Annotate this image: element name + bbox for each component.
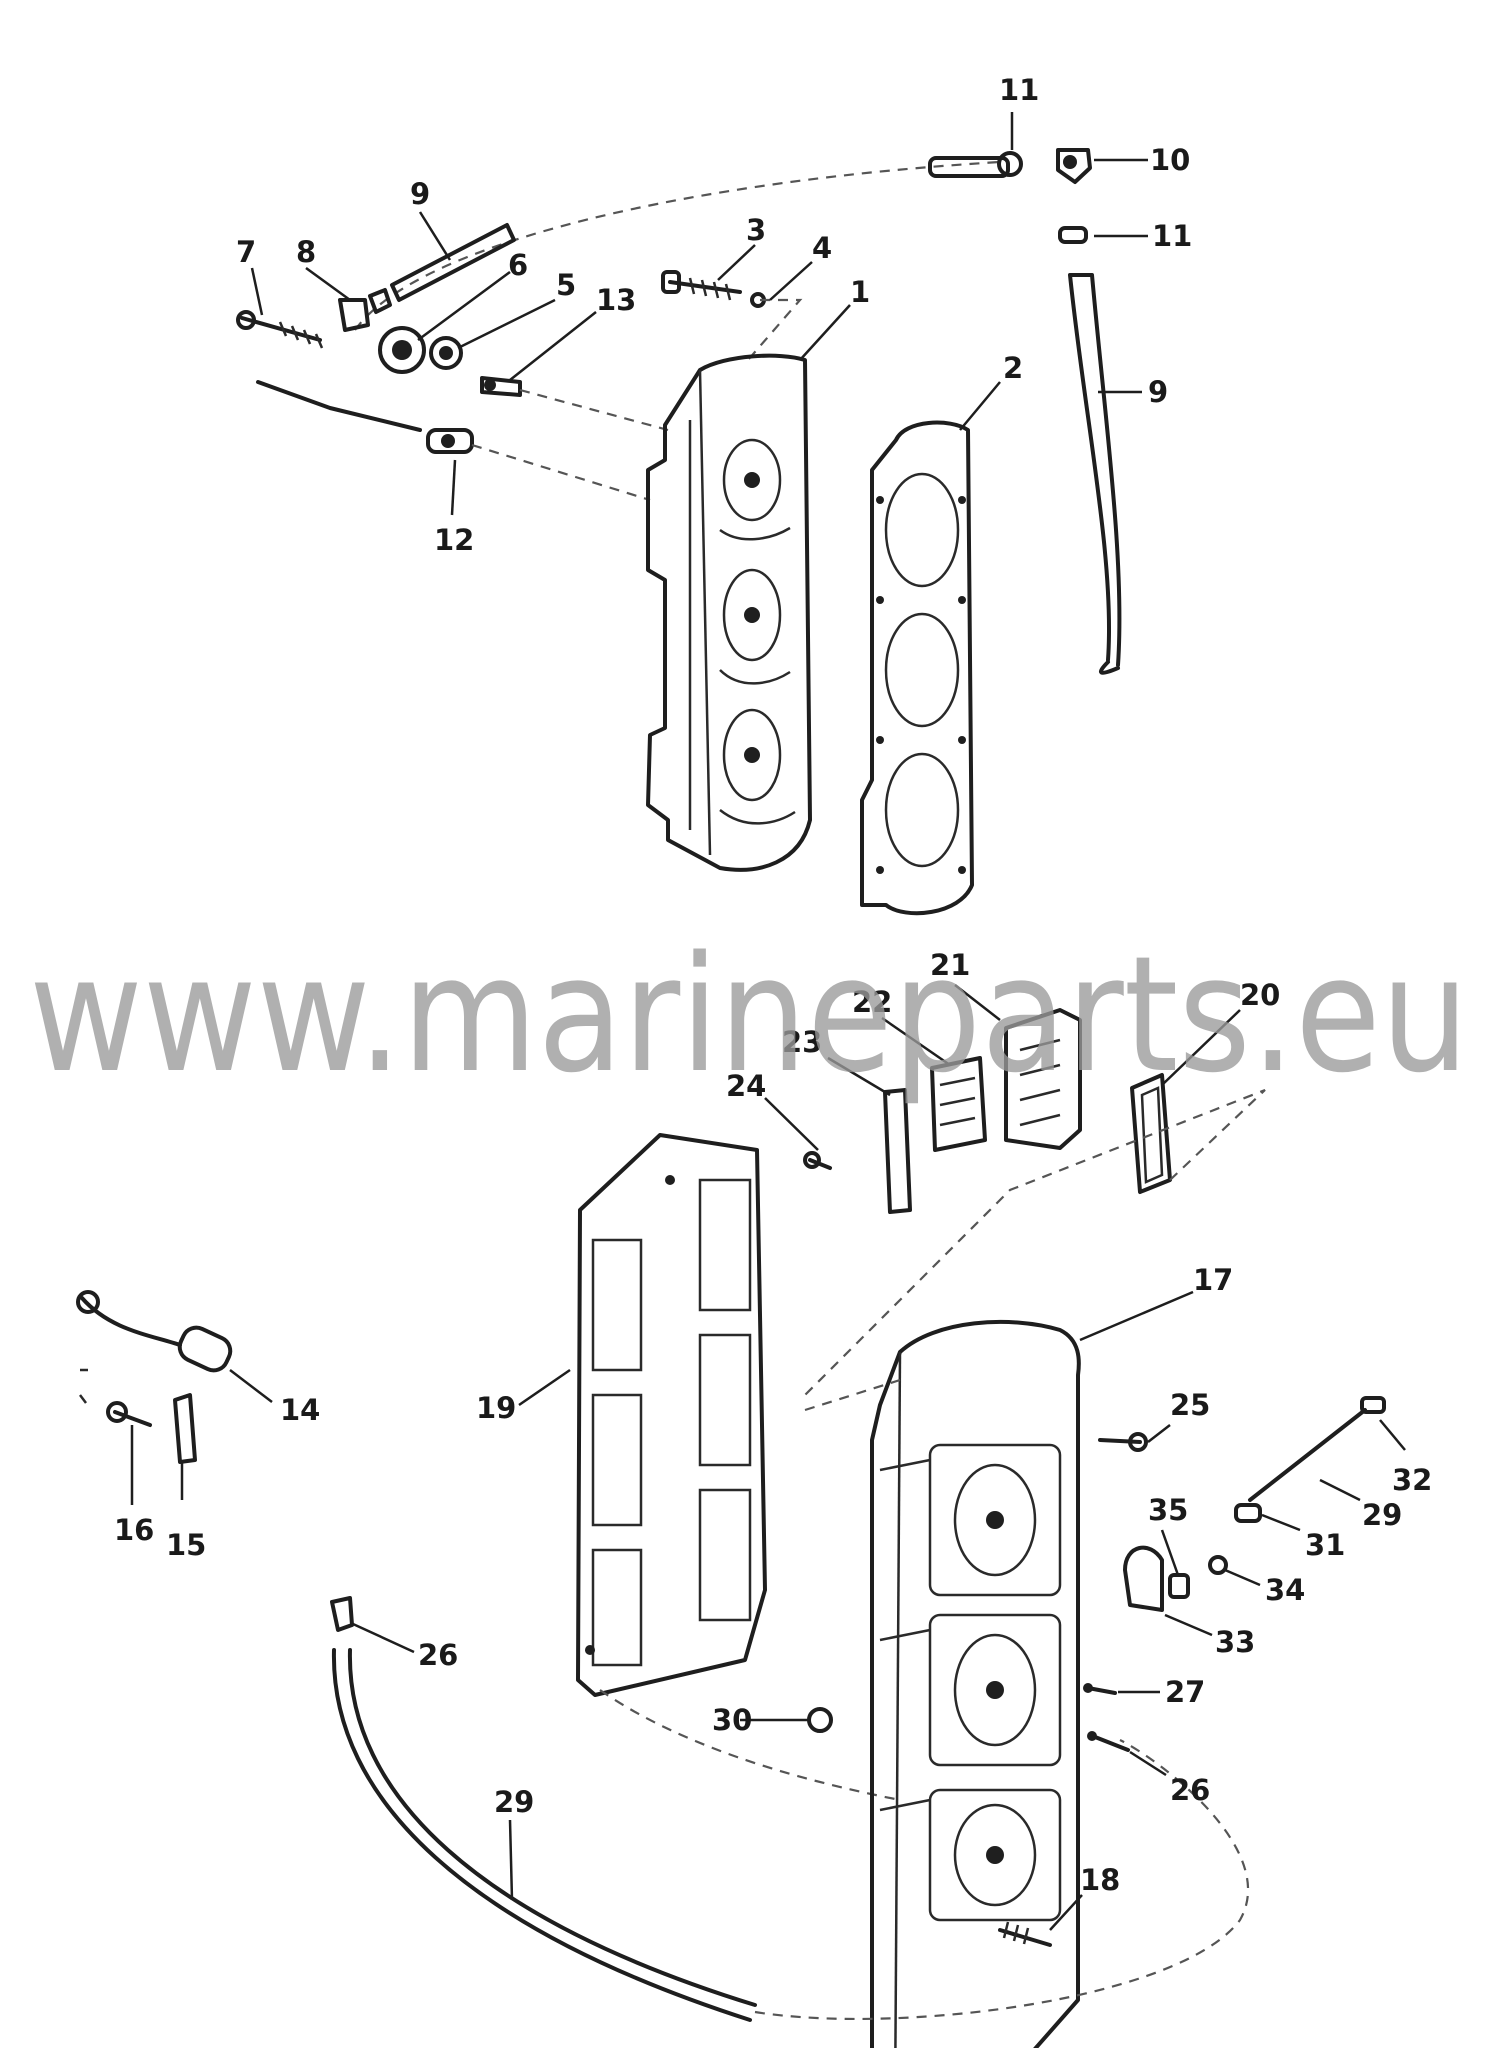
callout-18: 18: [1080, 1863, 1120, 1897]
plate-alignment-line: [599, 1689, 901, 1802]
callout-2: 2: [1003, 351, 1023, 385]
part-19-intake-plate: [576, 1133, 767, 1697]
callout-17: 17: [1193, 1263, 1233, 1297]
callout-10: 10: [1150, 143, 1190, 177]
bolt-routing-line: [747, 298, 803, 361]
part-26-fitting-lower: [1087, 1731, 1130, 1752]
leader-lines: [130, 112, 1406, 1931]
part-29-long-hose: [331, 1648, 757, 2022]
part-32-fitting: [1360, 1396, 1386, 1414]
part-9-hose-diagonal: [390, 223, 516, 302]
callout-5: 5: [556, 268, 576, 302]
callout-4: 4: [812, 231, 832, 265]
part-12-alignment-line: [471, 443, 651, 502]
callout-21: 21: [930, 948, 970, 982]
callout-11-top: 11: [999, 73, 1039, 107]
part-9-hose-vertical: [1068, 273, 1122, 675]
callout-26-right: 26: [1170, 1773, 1210, 1807]
callout-24: 24: [726, 1069, 766, 1103]
part-25-screw: [1098, 1432, 1148, 1452]
callout-33: 33: [1215, 1625, 1255, 1659]
part-16-screw: [106, 1401, 152, 1427]
callout-12: 12: [434, 523, 474, 557]
part-6-gear: [378, 326, 426, 374]
part-8-fitting: [338, 288, 392, 332]
callout-8: 8: [296, 235, 316, 269]
part-13-alignment-line: [519, 388, 669, 432]
part-27-fitting: [1083, 1683, 1117, 1695]
part-5-cap: [429, 336, 463, 370]
part-11-clamp: [1058, 226, 1088, 244]
part-35-clip: [1168, 1573, 1190, 1599]
part-29-rod: [1248, 1408, 1367, 1502]
callout-labels: 11 10 11 9 9 7 8 6 5 13 3 4 1 2 12 21 22…: [114, 73, 1432, 1897]
callout-3: 3: [746, 213, 766, 247]
part-2-head-gasket: [860, 420, 974, 916]
callout-11-right: 11: [1152, 219, 1192, 253]
part-34-screw: [1208, 1555, 1228, 1575]
part-7-bolt: [236, 310, 324, 349]
callout-9-right: 9: [1148, 375, 1168, 409]
callout-29-right: 29: [1362, 1498, 1402, 1532]
callout-34: 34: [1265, 1573, 1305, 1607]
part-14-sender: [76, 1290, 233, 1404]
callout-14: 14: [280, 1393, 320, 1427]
reed-alignment-line: [799, 1088, 1266, 1401]
part-12-rod: [256, 380, 474, 454]
callout-25: 25: [1170, 1388, 1210, 1422]
callout-15: 15: [166, 1528, 206, 1562]
part-22-reed-petals: [930, 1056, 987, 1152]
part-3-bolt: [661, 270, 742, 301]
callout-32: 32: [1392, 1463, 1432, 1497]
part-33-bracket: [1123, 1545, 1164, 1612]
part-18-bolt: [998, 1921, 1052, 1947]
part-30-plug: [807, 1707, 833, 1733]
hose-routing-line-bottom: [754, 1739, 1249, 2021]
callout-16: 16: [114, 1513, 154, 1547]
callout-35: 35: [1148, 1493, 1188, 1527]
part-10-elbow-fitting: [1056, 148, 1092, 184]
callout-27: 27: [1165, 1675, 1205, 1709]
part-26-fitting-upper: [330, 1596, 354, 1632]
callout-19: 19: [476, 1391, 516, 1425]
part-11-top-fitting: [928, 151, 1023, 178]
callout-9-top: 9: [410, 177, 430, 211]
callout-30: 30: [712, 1703, 752, 1737]
part-24-screw: [803, 1151, 832, 1170]
callout-29-left: 29: [494, 1785, 534, 1819]
part-21-reed-block: [1004, 1008, 1082, 1150]
part-15-clip: [173, 1393, 197, 1464]
hose-routing-line-top: [354, 160, 1001, 331]
part-1-cylinder-cover: [646, 353, 812, 872]
callout-26-left: 26: [418, 1638, 458, 1672]
callout-6: 6: [508, 248, 528, 282]
callout-20: 20: [1240, 978, 1280, 1012]
callout-1: 1: [850, 275, 870, 309]
callout-23: 23: [782, 1025, 822, 1059]
part-13-fitting: [480, 376, 522, 397]
watermark-text: www.marineparts.eu: [29, 921, 1469, 1108]
callout-22: 22: [852, 985, 892, 1019]
part-17-crankcase: [870, 1319, 1081, 2048]
part-31-fitting: [1234, 1503, 1262, 1523]
callout-31: 31: [1305, 1528, 1345, 1562]
part-23-reed-stop: [883, 1088, 912, 1214]
callout-7: 7: [236, 235, 256, 269]
callout-13: 13: [596, 283, 636, 317]
